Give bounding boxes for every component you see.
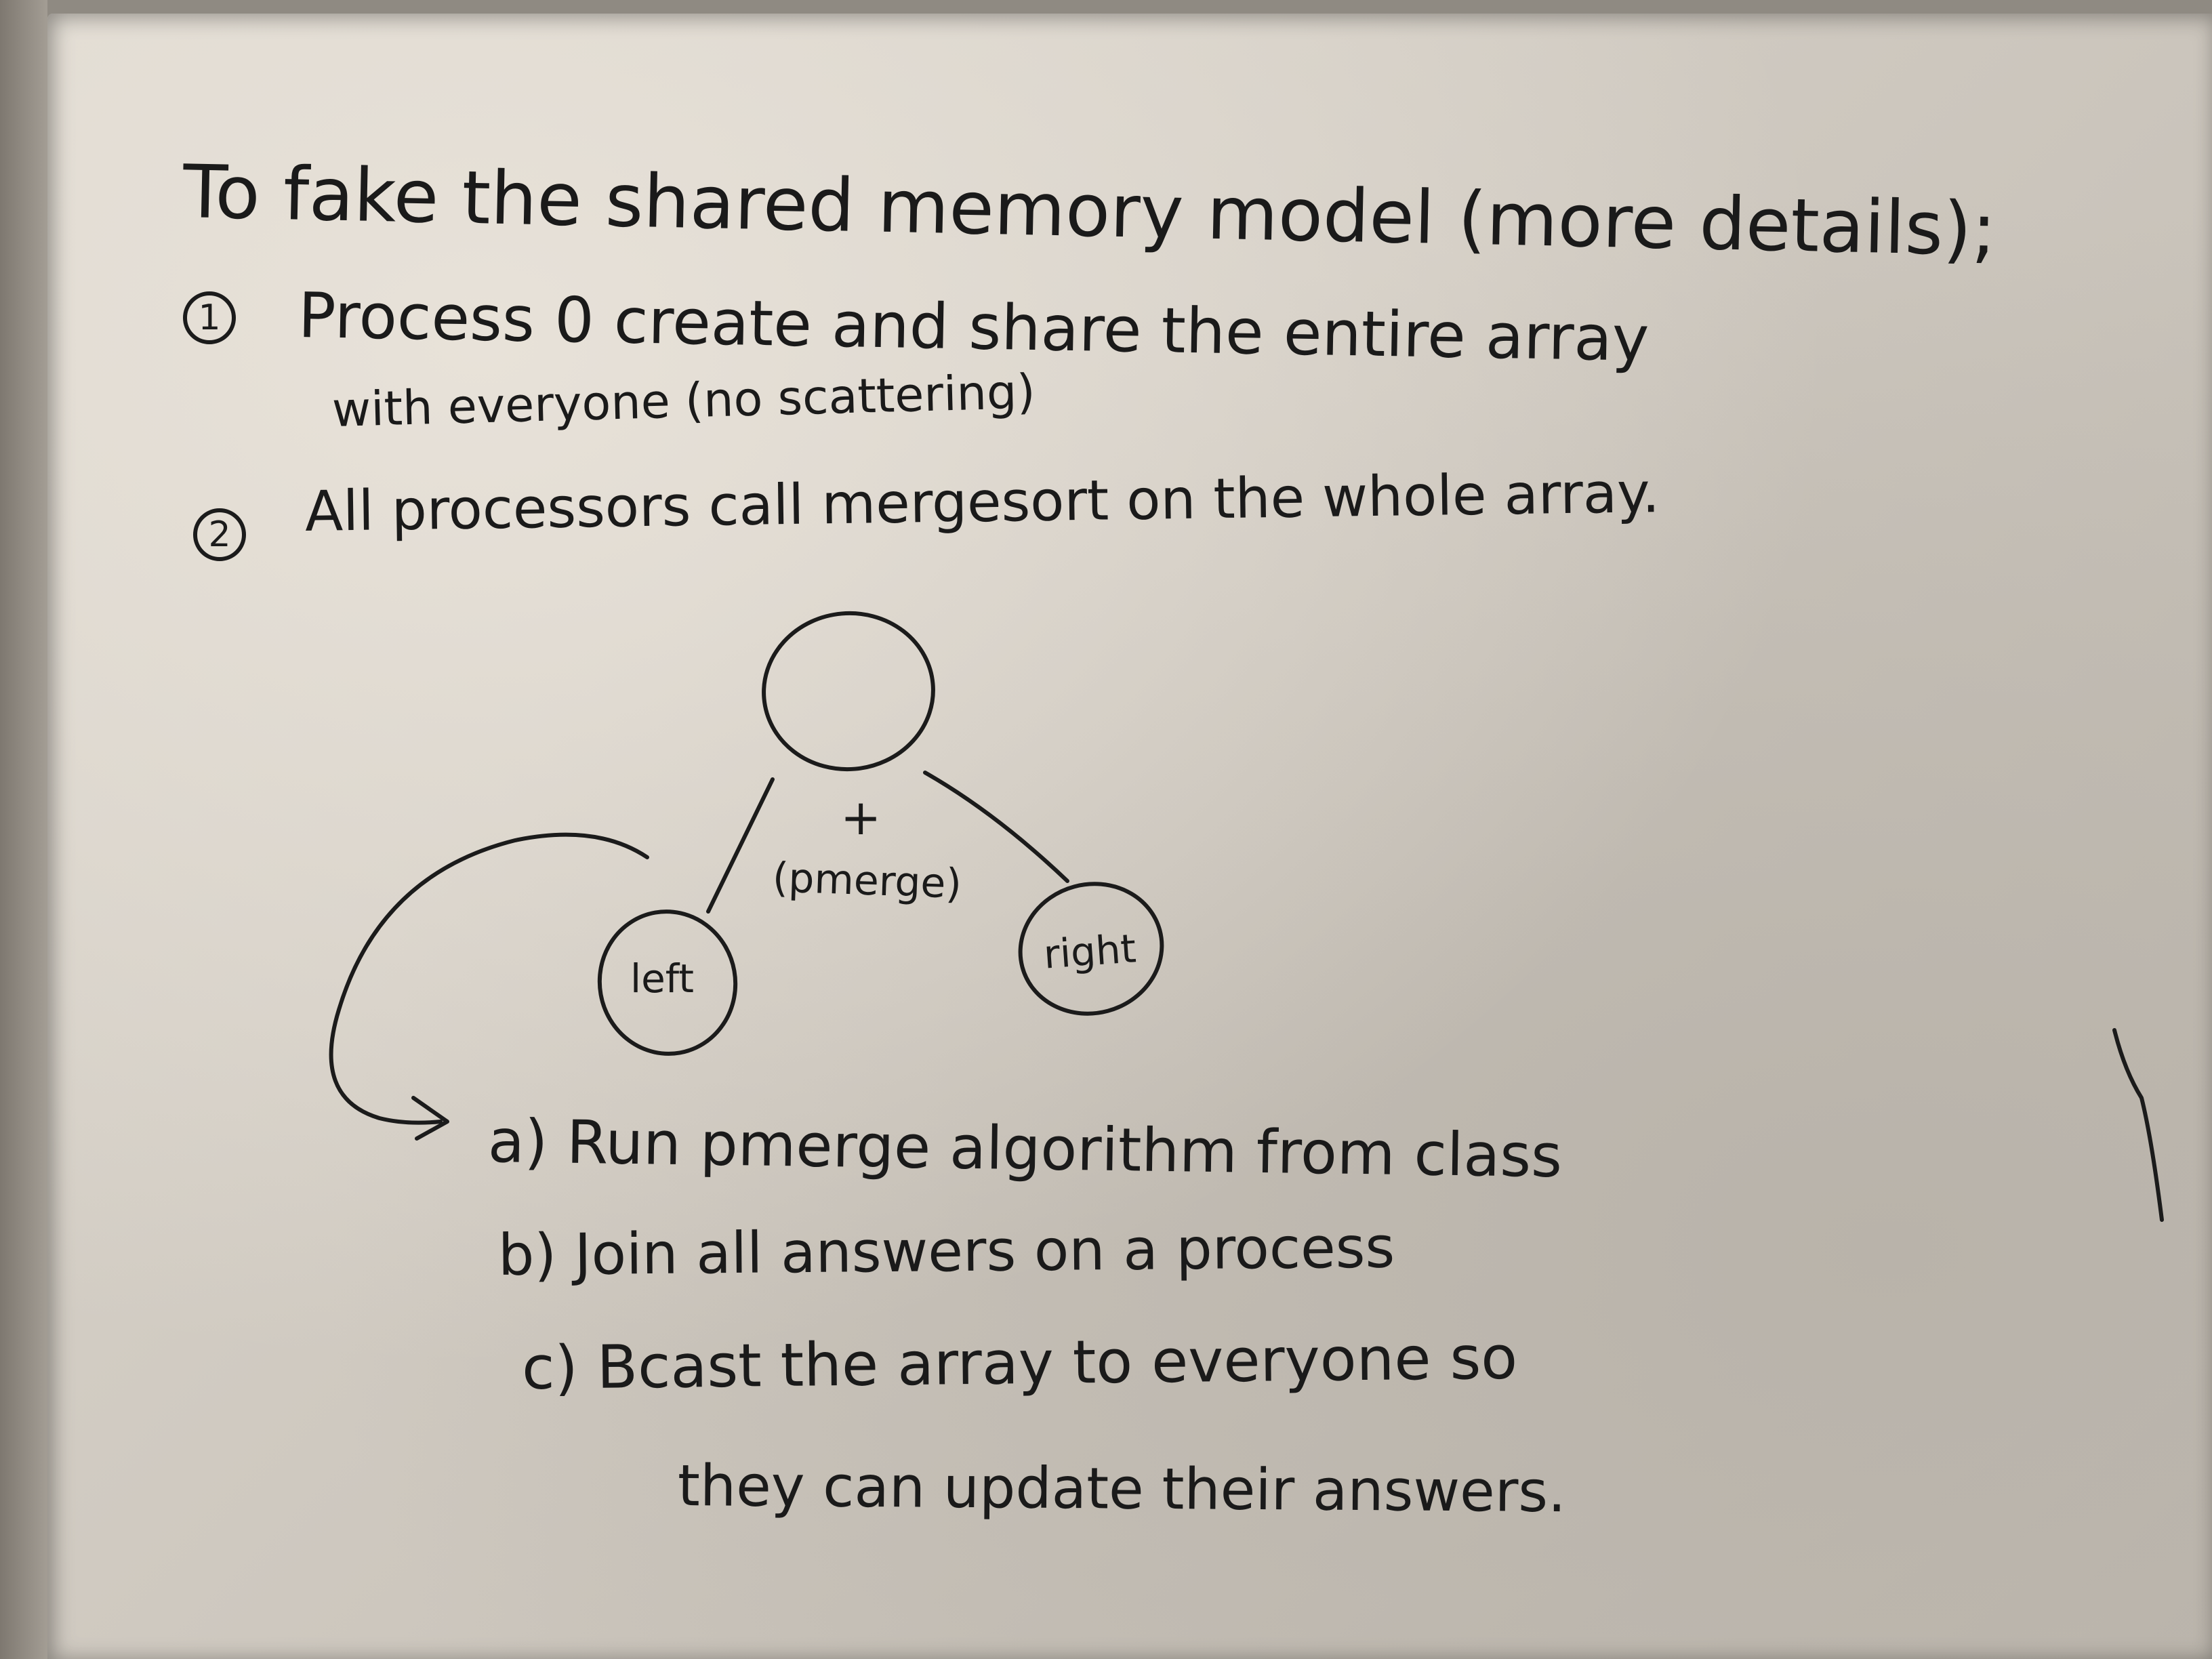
arrow-head xyxy=(411,1096,449,1141)
tree-left-label: left xyxy=(630,956,694,1002)
sub-step-c-line1: c) Bcast the array to everyone so xyxy=(521,1322,1518,1403)
sub-step-c-line2: they can update their answers. xyxy=(677,1452,1567,1525)
sub-step-b: b) Join all answers on a process xyxy=(497,1214,1395,1288)
sub-step-a: a) Run pmerge algorithm from class xyxy=(487,1106,1563,1191)
step2-number: 2 xyxy=(193,508,246,561)
step1-number: 1 xyxy=(183,291,236,344)
tree-plus: + xyxy=(840,789,882,846)
whiteboard xyxy=(47,14,2212,1659)
margin-mark xyxy=(2112,1028,2164,1222)
tree-left-edge xyxy=(706,777,775,914)
tree-right-label: right xyxy=(1042,925,1138,978)
tree-right-edge xyxy=(923,771,1069,883)
tree-root-node xyxy=(762,611,935,772)
wall-edge xyxy=(0,0,47,1659)
curved-arrow xyxy=(329,832,649,1125)
tree-right-node xyxy=(1018,882,1164,1016)
tree-merge-label: (pmerge) xyxy=(771,854,963,908)
tree-left-node xyxy=(597,909,738,1056)
